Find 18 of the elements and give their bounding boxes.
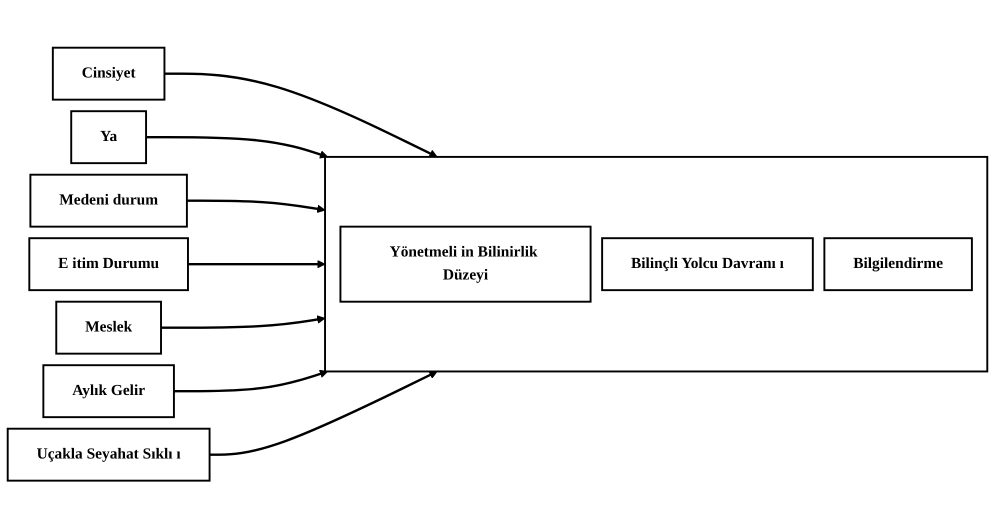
node-box: E itim Durumu xyxy=(28,237,189,291)
node-box: Cinsiyet xyxy=(52,46,166,100)
arrow xyxy=(210,370,438,456)
arrow xyxy=(186,199,326,213)
arrow xyxy=(188,260,326,268)
node-box: Meslek xyxy=(55,300,162,354)
cluster xyxy=(324,156,988,372)
arrow xyxy=(146,136,328,158)
arrow xyxy=(161,315,326,329)
arrow xyxy=(164,72,438,158)
node-box: Bilinçli Yolcu Davranı ı xyxy=(601,237,814,291)
node-box: Medeni durum xyxy=(29,174,188,228)
node-box: Aylık Gelir xyxy=(42,364,175,418)
node-box: Yönetmeli in Bilinirlik Düzeyi xyxy=(339,226,592,302)
arrow xyxy=(174,370,328,392)
node-box: Uçakla Seyahat Sıklı ı xyxy=(6,428,211,482)
node-box: Bilgilendirme xyxy=(823,237,973,291)
node-box: Ya xyxy=(70,110,148,164)
